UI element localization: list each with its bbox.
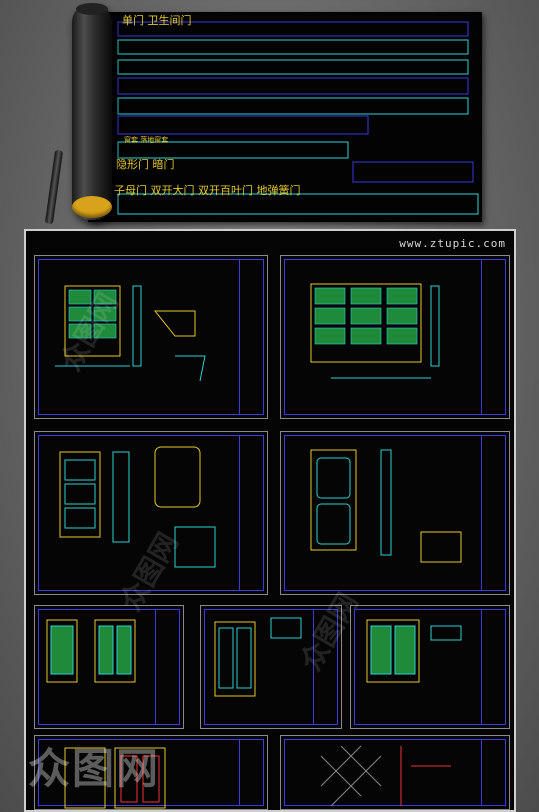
drawing-panel-5 (34, 605, 184, 729)
arched-door-drawing (366, 619, 462, 683)
single-door-drawing (59, 446, 216, 568)
poster-roll (72, 4, 112, 220)
carved-door-drawing (214, 617, 302, 697)
drawing-panel-3 (34, 431, 268, 595)
poster-drawings (117, 21, 479, 215)
drawing-panel-1 (34, 255, 268, 419)
triple-door-drawing (310, 283, 440, 379)
lattice-door-drawing (320, 745, 451, 807)
entry-door-drawing (64, 747, 166, 809)
site-url: www.ztupic.com (399, 237, 506, 250)
glass-door-drawing (46, 619, 136, 683)
roll-top-cap (76, 3, 108, 15)
category-label-3: 隐形门 暗门 (116, 158, 175, 171)
drawing-panel-8 (34, 735, 268, 810)
drawing-panel-9 (280, 735, 510, 810)
drawing-panel-4 (280, 431, 510, 595)
drawing-panel-7 (350, 605, 510, 729)
panel-door-drawing (310, 449, 462, 563)
category-label-4: 子母门 双开大门 双开百叶门 地弹簧门 (114, 184, 301, 197)
cad-poster: 单门 卫生间门 窗套 落地窗套 隐形门 暗门 子母门 双开大门 双开百叶门 地弹… (88, 12, 482, 222)
cad-sheet: www.ztupic.com (24, 229, 516, 812)
watermark-logo-main: 众图网 (28, 744, 161, 793)
category-label-2: 窗套 落地窗套 (124, 136, 169, 144)
drawing-panel-2 (280, 255, 510, 419)
double-door-drawing (55, 285, 206, 382)
roll-bottom-cap (72, 196, 112, 218)
drawing-panel-6 (200, 605, 342, 729)
category-label-1: 单门 卫生间门 (122, 14, 192, 27)
